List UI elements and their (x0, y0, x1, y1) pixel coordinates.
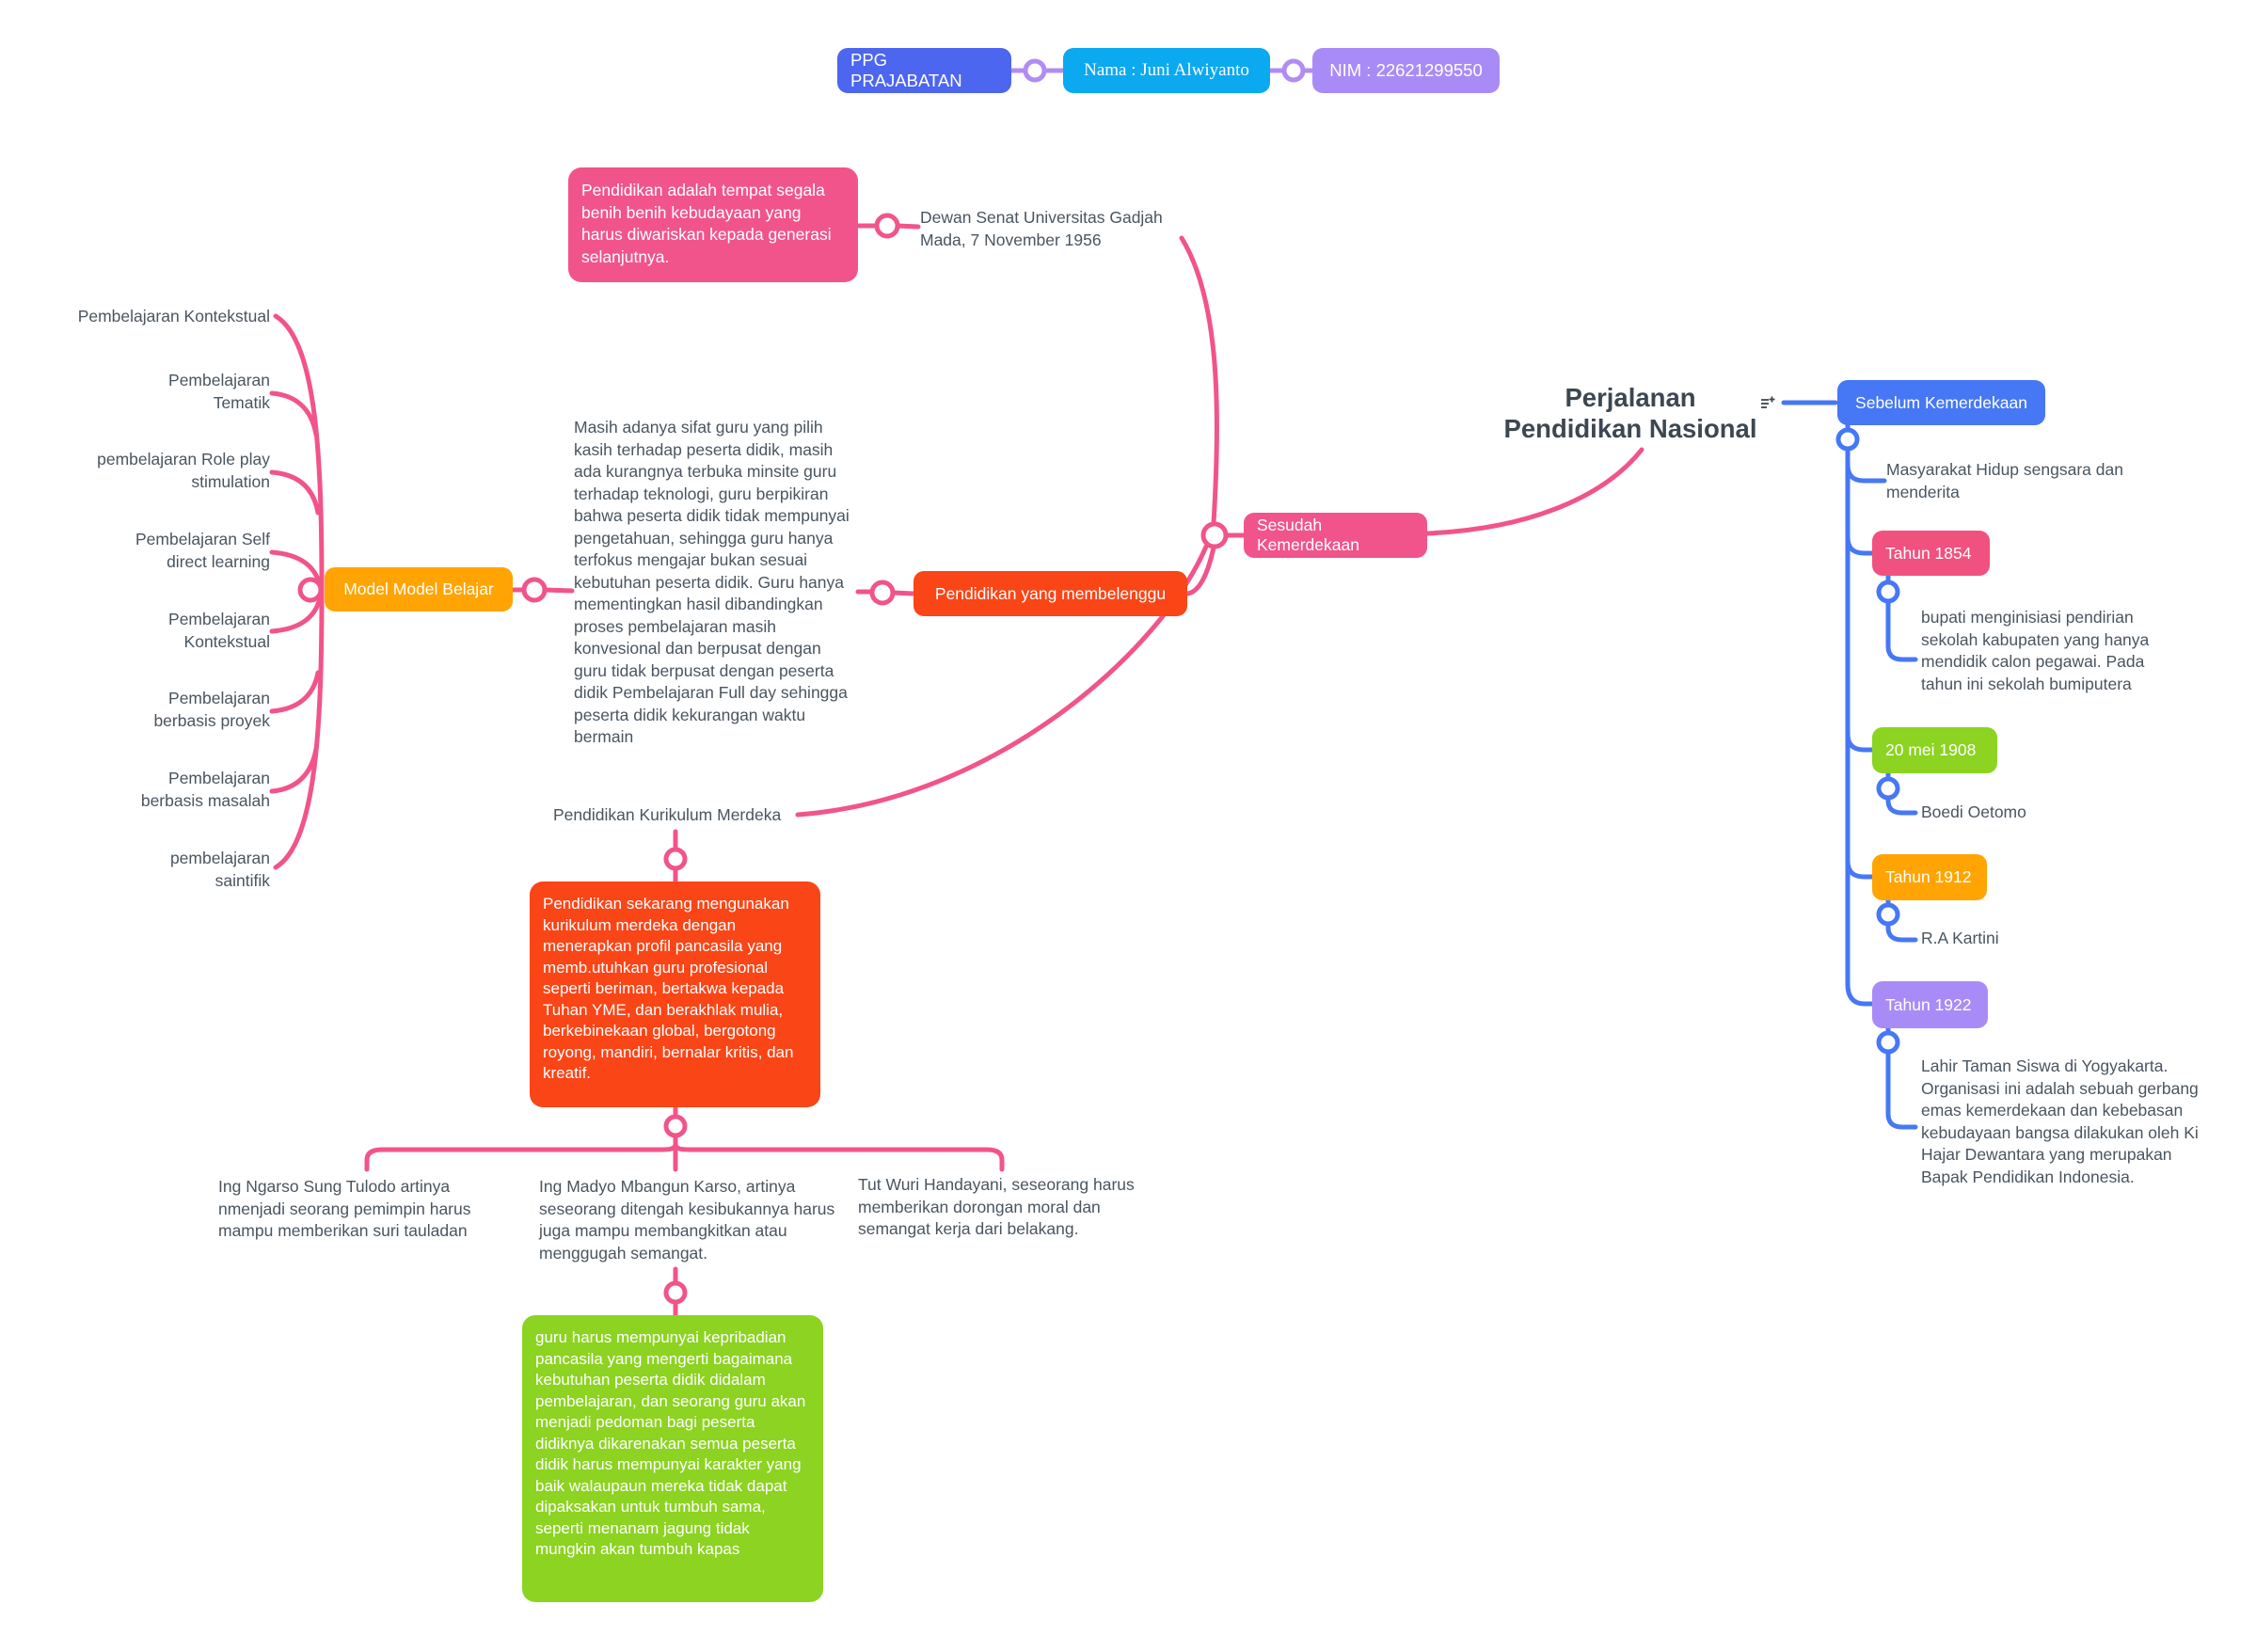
node-masyarakat[interactable]: Masyarakat Hidup sengsara dan menderita (1886, 460, 2123, 501)
node-tahun-1922-detail[interactable]: Lahir Taman Siswa di Yogyakarta. Organis… (1921, 1056, 2199, 1186)
node-model-item-7[interactable]: pembelajaran saintifik (169, 849, 270, 890)
node-pendidikan-membelenggu[interactable]: Pendidikan yang membelenggu (914, 571, 1187, 616)
node-model-item-4[interactable]: Pembelajaran Kontekstual (168, 610, 270, 651)
node-nim[interactable]: NIM : 22621299550 (1312, 48, 1500, 93)
node-quote[interactable]: Pendidikan adalah tempat segala benih be… (568, 167, 858, 282)
node-model-item-3[interactable]: Pembelajaran Self direct learning (135, 530, 270, 571)
node-trilogi-tut-wuri[interactable]: Tut Wuri Handayani, seseorang harus memb… (858, 1175, 1135, 1238)
node-tahun-1854[interactable]: Tahun 1854 (1872, 531, 1990, 576)
node-kurikulum-description[interactable]: Pendidikan sekarang mengunakan kurikulum… (530, 882, 820, 1107)
node-nama[interactable]: Nama : Juni Alwiyanto (1063, 48, 1270, 93)
node-model-item-1[interactable]: Pembelajaran Tematik (168, 371, 270, 412)
node-quote-source[interactable]: Dewan Senat Universitas Gadjah Mada, 7 N… (920, 208, 1163, 249)
add-note-icon[interactable] (1759, 395, 1775, 411)
node-tahun-1922[interactable]: Tahun 1922 (1872, 981, 1988, 1028)
add-note-outline-icon (1761, 396, 1775, 408)
node-trilogi-ing-madyo[interactable]: Ing Madyo Mbangun Karso, artinya seseora… (539, 1177, 835, 1263)
node-model-item-5[interactable]: Pembelajaran berbasis proyek (153, 689, 270, 730)
node-model-item-0[interactable]: Pembelajaran Kontekstual (77, 307, 270, 326)
node-trilogi-ing-ngarso[interactable]: Ing Ngarso Sung Tulodo artinya nmenjadi … (218, 1177, 471, 1240)
node-tahun-1912[interactable]: Tahun 1912 (1872, 854, 1987, 900)
node-sesudah-kemerdekaan[interactable]: Sesudah Kemerdekaan (1244, 513, 1427, 558)
node-sebelum-kemerdekaan[interactable]: Sebelum Kemerdekaan (1837, 380, 2045, 425)
node-kurikulum-merdeka[interactable]: Pendidikan Kurikulum Merdeka (553, 805, 782, 824)
node-model-item-2[interactable]: pembelajaran Role play stimulation (97, 450, 270, 491)
node-ppg-prajabatan[interactable]: PPG PRAJABATAN (837, 48, 1011, 93)
node-20-mei-1908[interactable]: 20 mei 1908 (1872, 727, 1997, 773)
node-boedi-oetomo[interactable]: Boedi Oetomo (1921, 802, 2026, 821)
node-tahun-1854-detail[interactable]: bupati menginisiasi pendirian sekolah ka… (1921, 608, 2150, 693)
node-ra-kartini[interactable]: R.A Kartini (1921, 929, 1999, 947)
node-guru-kepribadian[interactable]: guru harus mempunyai kepribadian pancasi… (522, 1315, 823, 1602)
mindmap-title[interactable]: Perjalanan Pendidikan Nasional (1503, 383, 1757, 443)
node-model-model-belajar[interactable]: Model Model Belajar (325, 567, 513, 612)
node-membelenggu-description[interactable]: Masih adanya sifat guru yang pilih kasih… (574, 418, 850, 746)
node-model-item-6[interactable]: Pembelajaran berbasis masalah (140, 769, 270, 810)
